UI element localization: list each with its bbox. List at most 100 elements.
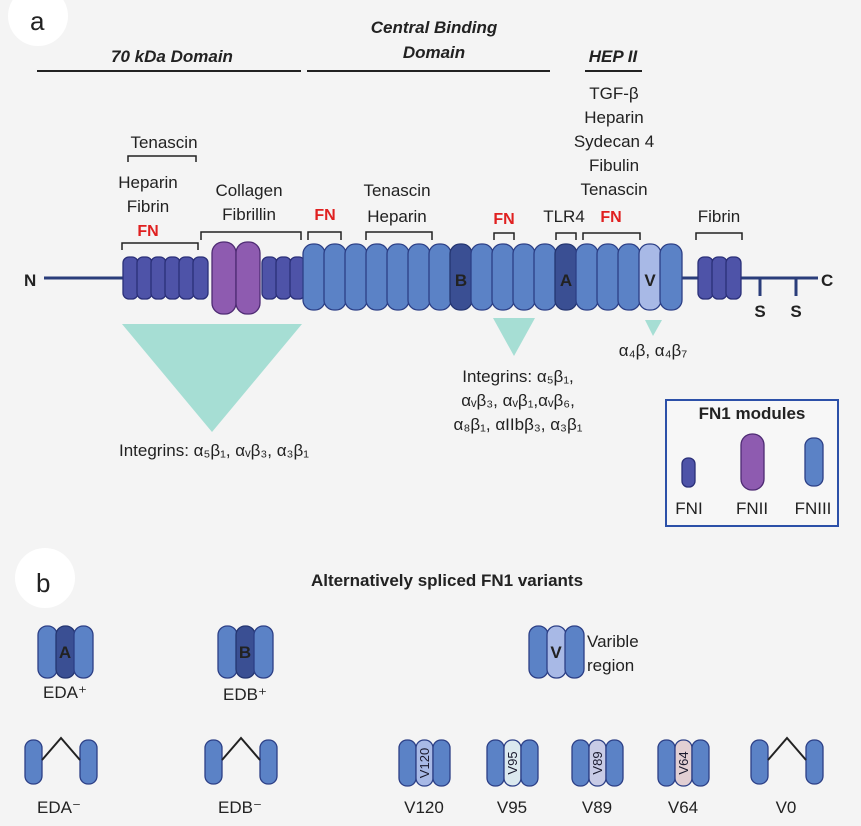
heparin-label-1: Heparin	[118, 173, 178, 192]
splice-gap-eda	[41, 736, 81, 761]
fniii-module	[657, 739, 676, 787]
fni-module	[164, 256, 181, 300]
fniii-module	[805, 739, 824, 785]
heparin-label-2: Heparin	[367, 207, 427, 226]
fn-bracket-4	[582, 232, 641, 240]
fn-label-4: FN	[600, 209, 621, 226]
fniii-module	[37, 625, 58, 679]
heparin-bracket-2	[365, 231, 433, 240]
hep-item-sydecan: Sydecan 4	[574, 132, 654, 151]
eda-minus-label: EDA⁻	[37, 798, 81, 817]
legend-fni-label: FNI	[675, 499, 702, 518]
panel-a-label: a	[30, 6, 45, 36]
v64-inner-label: V64	[676, 751, 691, 774]
fn-label-3: FN	[493, 211, 514, 228]
v89-label: V89	[582, 798, 612, 817]
edb-plus-label: EDB⁺	[223, 685, 267, 704]
fniii-module	[486, 739, 505, 787]
fniii-module	[491, 243, 515, 311]
v120-inner-label: V120	[417, 748, 432, 778]
variable-label-1: Varible	[587, 632, 639, 651]
domain-central-label-1: Central Binding	[371, 18, 498, 37]
fniii-module	[344, 243, 368, 311]
v0-label: V0	[776, 798, 797, 817]
fn-bracket-1	[121, 242, 199, 250]
collagen-bracket	[200, 231, 302, 240]
tlr4-bracket	[555, 232, 577, 240]
fniii-module	[512, 243, 536, 311]
splice-gap-edb	[221, 736, 261, 761]
panel-b-label: b	[36, 568, 50, 598]
s-label-2: S	[790, 302, 801, 321]
fni-module	[150, 256, 167, 300]
fniii-module	[407, 243, 431, 311]
fniii-module	[323, 243, 347, 311]
hep-item-fibulin: Fibulin	[589, 156, 639, 175]
integrin-wedge-right	[645, 320, 662, 336]
collagen-label: Collagen	[215, 181, 282, 200]
fniii-module	[428, 243, 452, 311]
integrins-mid-label-1: Integrins: α₅β₁,	[462, 367, 574, 386]
legend-fniii-swatch	[804, 437, 824, 487]
fniii-module	[253, 625, 274, 679]
integrins-mid-label-2: αᵥβ₃, αᵥβ₁,αᵥβ₆,	[461, 391, 575, 410]
eda-plus-letter: A	[59, 643, 71, 662]
tenascin-top-bracket	[127, 155, 197, 162]
fniii-module	[750, 739, 769, 785]
tlr4-label: TLR4	[543, 207, 585, 226]
fibrin-bracket-2	[695, 232, 743, 240]
hep-item-tenascin: Tenascin	[580, 180, 647, 199]
n-terminus-label: N	[24, 271, 36, 290]
legend-fnii-swatch	[740, 433, 765, 491]
fnii-module	[211, 241, 237, 315]
fibrin-label-2: Fibrin	[698, 207, 741, 226]
eda-letter: A	[560, 271, 572, 290]
fn-bracket-3	[493, 232, 515, 240]
fniii-module	[520, 739, 539, 787]
hep-item-tgfb: TGF-β	[589, 84, 639, 103]
fniii-module	[24, 739, 43, 785]
fni-module	[192, 256, 209, 300]
fniii-module	[365, 243, 389, 311]
fniii-module	[204, 739, 223, 785]
fniii-module	[659, 243, 683, 311]
tenascin-top-label: Tenascin	[130, 133, 197, 152]
fniii-module	[432, 739, 451, 787]
fni-module	[275, 256, 292, 300]
edb-letter: B	[455, 271, 467, 290]
splice-gap-v0	[767, 736, 807, 761]
fniii-module	[617, 243, 641, 311]
legend-fniii-label: FNIII	[795, 499, 832, 518]
v95-inner-label: V95	[505, 751, 520, 774]
s-label-1: S	[754, 302, 765, 321]
c-terminus-label: C	[821, 271, 833, 290]
fniii-module	[259, 739, 278, 785]
fnii-module	[235, 241, 261, 315]
hep-item-heparin: Heparin	[584, 108, 644, 127]
fni-module	[725, 256, 742, 300]
fn-label-1: FN	[137, 223, 158, 240]
fni-module	[178, 256, 195, 300]
fni-module	[711, 256, 728, 300]
fibrin-label-1: Fibrin	[127, 197, 170, 216]
fniii-module	[73, 625, 94, 679]
fniii-chain	[302, 243, 683, 311]
fniii-module	[691, 739, 710, 787]
integrins-mid-label-3: α₈β₁, αIIbβ₃, α₃β₁	[454, 415, 583, 434]
fniii-module	[605, 739, 624, 787]
fniii-module	[596, 243, 620, 311]
fibrillin-label: Fibrillin	[222, 205, 276, 224]
fni-module	[136, 256, 153, 300]
variants-title: Alternatively spliced FN1 variants	[311, 571, 583, 590]
domain-central-label-2: Domain	[403, 43, 465, 62]
fn-label-2: FN	[314, 207, 335, 224]
edb-minus-label: EDB⁻	[218, 798, 262, 817]
tenascin-label-2: Tenascin	[363, 181, 430, 200]
fniii-module	[398, 739, 417, 787]
domain-hep-label: HEP II	[589, 47, 639, 66]
v64-label: V64	[668, 798, 698, 817]
variable-letter: V	[550, 643, 562, 662]
fniii-module	[217, 625, 238, 679]
fn-bracket-2	[307, 231, 342, 240]
